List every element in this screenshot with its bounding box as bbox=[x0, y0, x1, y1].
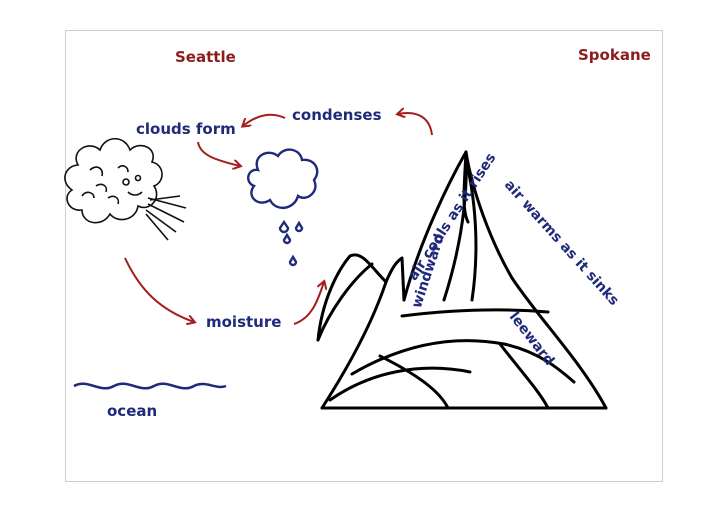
wind-to-moisture-arrow bbox=[124, 257, 194, 322]
condenses-to-clouds-arrow bbox=[243, 113, 286, 126]
ocean-waves-icon bbox=[73, 382, 227, 390]
rises-to-condenses-arrow bbox=[398, 113, 433, 136]
moisture-to-rises-arrow bbox=[293, 282, 324, 325]
rain-cloud-icon bbox=[247, 148, 319, 267]
label-condenses: condenses bbox=[292, 106, 382, 124]
wind-cloud-icon bbox=[64, 137, 187, 241]
label-ocean: ocean bbox=[107, 402, 158, 420]
mountain-icon bbox=[316, 150, 608, 410]
process-arrows bbox=[124, 113, 433, 325]
diagram-frame bbox=[65, 30, 663, 482]
clouds-form-to-cloud-arrow bbox=[197, 141, 240, 166]
city-label-spokane: Spokane bbox=[578, 46, 651, 64]
city-label-seattle: Seattle bbox=[175, 48, 236, 66]
label-clouds-form: clouds form bbox=[136, 120, 236, 138]
label-moisture: moisture bbox=[206, 313, 282, 331]
